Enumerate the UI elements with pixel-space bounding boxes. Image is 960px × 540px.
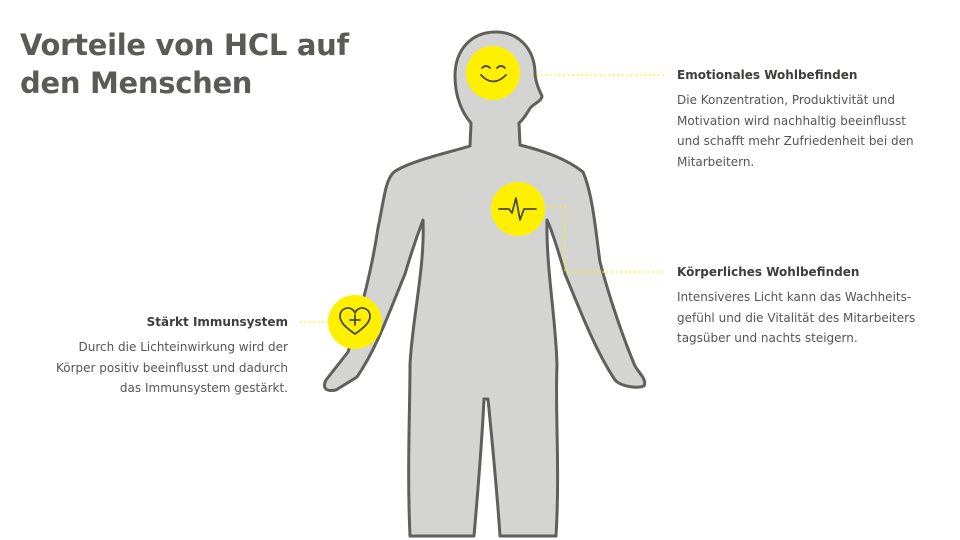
benefit-immune-text: Durch die Lichteinwirkung wird der Körpe… (28, 337, 288, 399)
benefit-emotional-line: und schafft mehr Zufriedenheit bei den (677, 134, 914, 148)
benefit-physical-line: gefühl und die Vitalität des Mitarbeiter… (677, 310, 916, 325)
heart-cross-icon (328, 295, 382, 349)
benefit-emotional: Emotionales Wohlbefinden Die Konzentrati… (677, 67, 947, 172)
benefit-emotional-line: Mitarbeitern. (677, 154, 755, 169)
smiley-face-icon (466, 46, 520, 100)
benefit-physical-heading: Körperliches Wohlbefinden (677, 265, 860, 279)
benefit-physical: Körperliches Wohlbefinden Intensiveres L… (677, 264, 952, 349)
benefit-emotional-text: Die Konzentration, Produktivität und Mot… (677, 90, 947, 172)
benefit-physical-line: tagsüber und nachts steigern. (677, 331, 858, 345)
benefit-immune: Stärkt Immunsystem Durch die Lichteinwir… (28, 314, 288, 399)
page-title-line-1: Vorteile von HCL auf (20, 28, 349, 62)
benefit-immune-line: Körper positiv beeinflusst und dadurch (55, 360, 288, 375)
connector-physical (546, 206, 664, 273)
page-title: Vorteile von HCL auf den Menschen (20, 26, 349, 102)
benefit-physical-text: Intensiveres Licht kann das Wachheits- g… (677, 287, 952, 349)
benefit-emotional-line: Motivation wird nachhaltig beeinflusst (677, 113, 906, 128)
benefit-physical-line: Intensiveres Licht kann das Wachheits- (677, 290, 912, 304)
human-body-silhouette (322, 30, 647, 538)
benefit-emotional-line: Die Konzentration, Produktivität und (677, 93, 895, 107)
heartbeat-pulse-icon (491, 182, 545, 236)
page-title-line-2: den Menschen (20, 66, 253, 100)
benefit-emotional-heading: Emotionales Wohlbefinden (677, 68, 858, 82)
connector-lines (300, 74, 664, 323)
benefit-immune-line: das Immunsystem gestärkt. (119, 381, 288, 395)
benefit-immune-line: Durch die Lichteinwirkung wird der (78, 340, 288, 354)
benefit-immune-heading: Stärkt Immunsystem (146, 315, 288, 329)
